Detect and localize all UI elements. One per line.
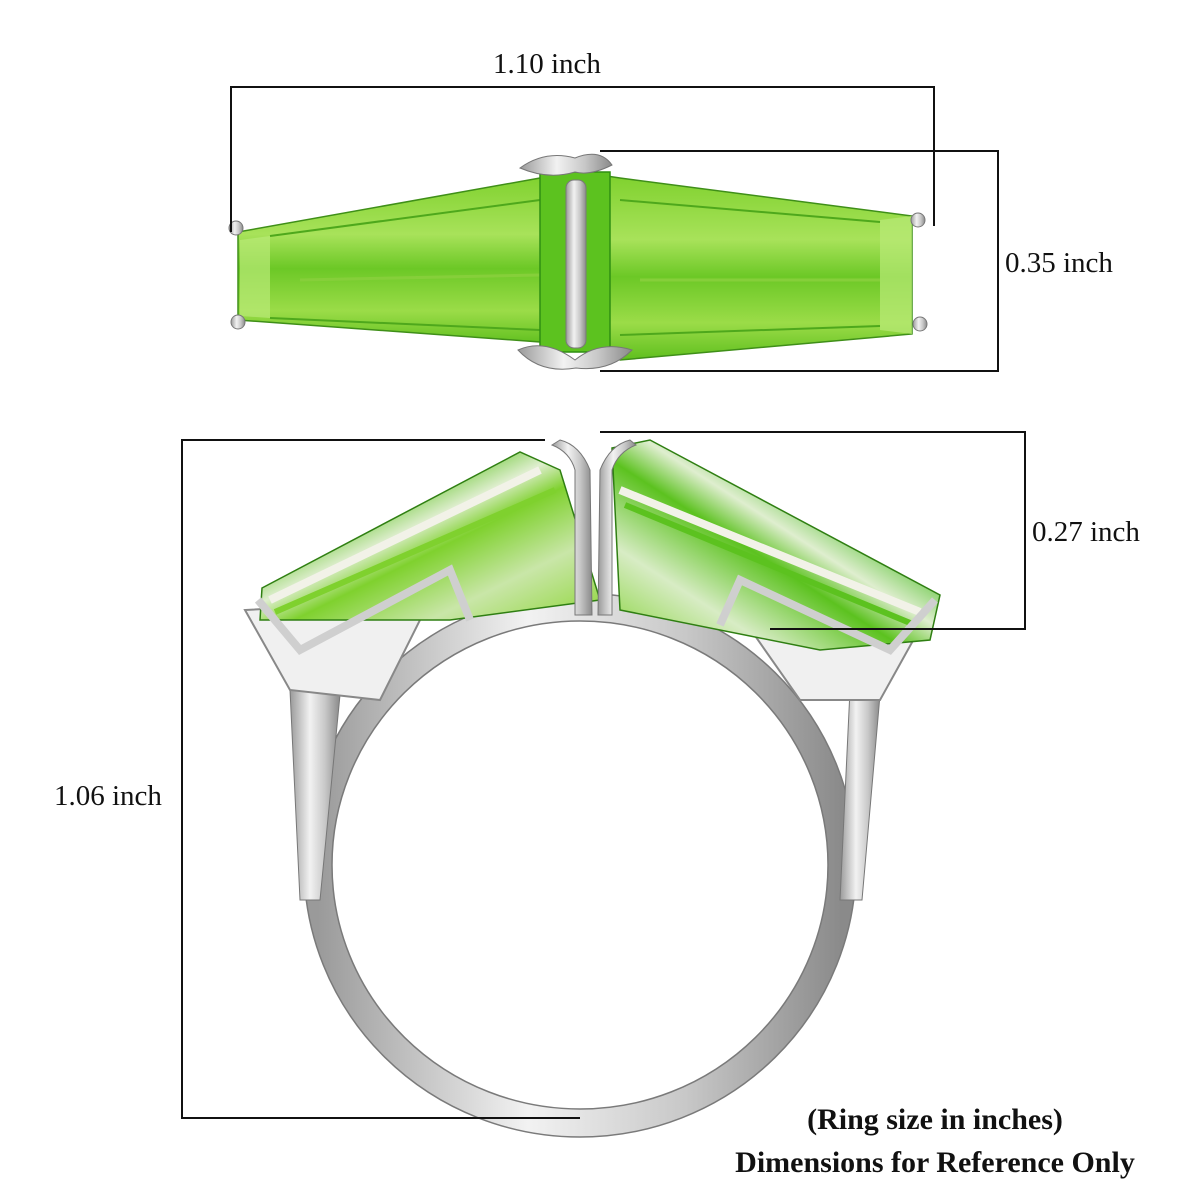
top-view-dimension-lines xyxy=(230,86,999,372)
top-view-ring xyxy=(228,153,928,370)
top-view-height-label: 0.35 inch xyxy=(1005,247,1113,279)
caption-ring-size: (Ring size in inches) xyxy=(807,1103,1063,1136)
side-view-stone-height-label: 0.27 inch xyxy=(1032,516,1140,548)
side-view-total-height-label: 1.06 inch xyxy=(54,780,162,812)
top-view-width-label: 1.10 inch xyxy=(493,48,601,80)
caption-reference-only: Dimensions for Reference Only xyxy=(735,1146,1135,1179)
ring-band xyxy=(304,593,856,1137)
right-stone-side xyxy=(611,439,941,651)
side-view-ring xyxy=(243,439,941,1138)
side-view-dimension-lines xyxy=(181,431,1026,1119)
